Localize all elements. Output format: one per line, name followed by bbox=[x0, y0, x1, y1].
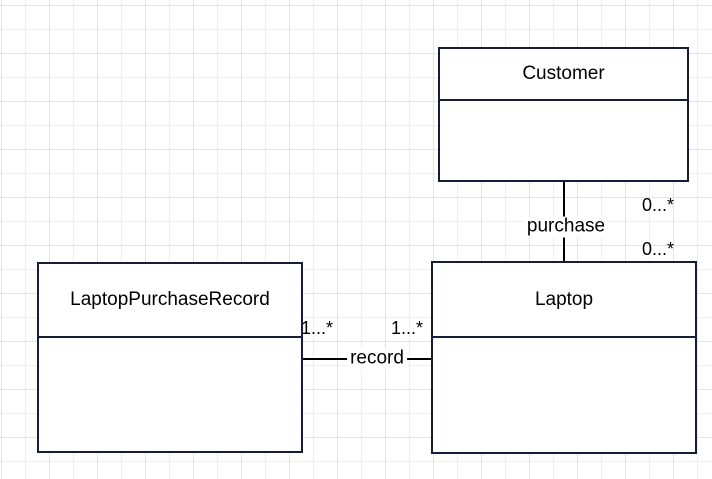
class-title-laptop-purchase-record[interactable]: LaptopPurchaseRecord bbox=[39, 264, 301, 338]
class-name-laptop-purchase-record: LaptopPurchaseRecord bbox=[70, 289, 270, 310]
class-box-customer[interactable]: Customer bbox=[438, 47, 689, 182]
class-attributes-compartment-laptop[interactable] bbox=[433, 338, 695, 452]
class-box-laptop[interactable]: Laptop bbox=[431, 261, 697, 454]
association-label-purchase[interactable]: purchase bbox=[523, 216, 609, 238]
class-attributes-compartment-customer[interactable] bbox=[440, 101, 687, 180]
class-attributes-compartment-laptop-purchase-record[interactable] bbox=[39, 338, 301, 451]
association-label-record[interactable]: record bbox=[347, 348, 407, 370]
multiplicity-label-record-laptop-end[interactable]: 1...* bbox=[390, 318, 424, 338]
class-box-laptop-purchase-record[interactable]: LaptopPurchaseRecord bbox=[37, 262, 303, 453]
class-title-customer[interactable]: Customer bbox=[440, 49, 687, 101]
multiplicity-label-purchase-laptop-end[interactable]: 0...* bbox=[641, 239, 675, 259]
multiplicity-label-record-lpr-end[interactable]: 1...* bbox=[300, 318, 334, 338]
class-name-customer: Customer bbox=[522, 63, 605, 84]
class-name-laptop: Laptop bbox=[534, 288, 594, 310]
class-title-laptop[interactable]: Laptop bbox=[433, 263, 695, 338]
multiplicity-label-purchase-customer-end[interactable]: 0...* bbox=[641, 195, 675, 215]
